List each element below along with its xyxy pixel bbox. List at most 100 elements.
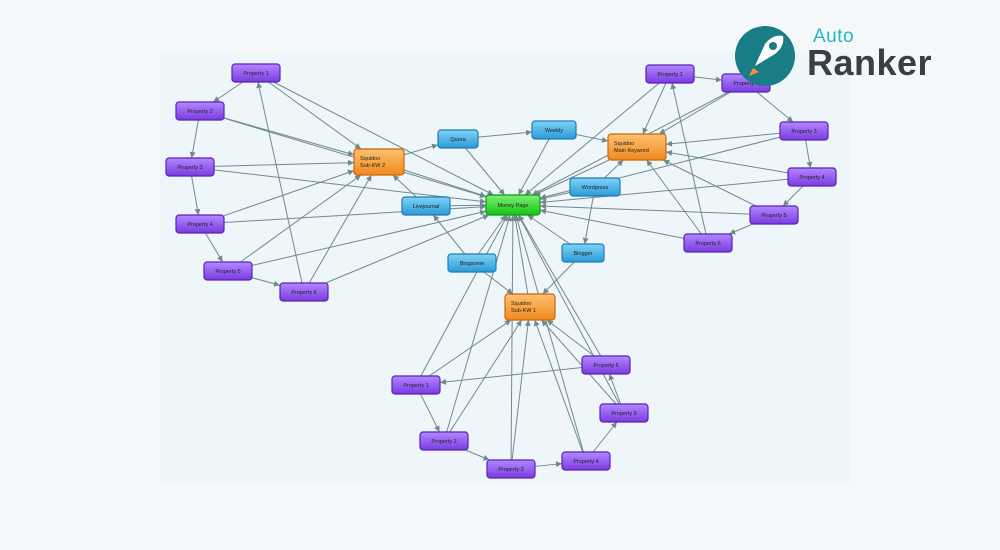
node-L3: Property 3 bbox=[165, 157, 215, 177]
arrow-L3-to-L4 bbox=[191, 175, 201, 216]
arrow-blogsome-to-sq1 bbox=[483, 271, 514, 295]
node-label-sq_main: Main Keyword bbox=[614, 148, 649, 154]
logo-word-ranker: Ranker bbox=[807, 42, 933, 83]
arrow-L2-to-L3 bbox=[189, 119, 199, 159]
arrow-B1-to-sq1 bbox=[428, 319, 512, 377]
arrow-B1-to-B2 bbox=[420, 393, 440, 433]
arrow-R5-to-R6 bbox=[729, 223, 753, 235]
arrow-sq2-to-money bbox=[403, 169, 487, 198]
arrow-B2-to-B3 bbox=[465, 449, 490, 461]
node-label-L2: Property 2 bbox=[187, 109, 212, 115]
node-livejournal: Livejournal bbox=[401, 196, 451, 216]
arrow-sq1-to-money bbox=[512, 214, 529, 295]
arrow-R1-to-R2 bbox=[693, 76, 723, 83]
node-label-money: Money Page bbox=[498, 203, 529, 209]
node-box-B5 bbox=[599, 403, 649, 423]
node-B3: Property 3 bbox=[486, 459, 536, 479]
node-label-sq2: Sub-KW 2 bbox=[360, 163, 385, 169]
node-box-L4 bbox=[175, 214, 225, 234]
arrow-B6-to-B1 bbox=[439, 367, 583, 385]
node-label-R4: Property 4 bbox=[799, 175, 824, 181]
arrow-R5-to-money bbox=[539, 203, 751, 215]
arrow-B2-to-sq1 bbox=[449, 319, 523, 433]
node-label-sq1: Squidoo bbox=[511, 301, 531, 307]
arrow-R3-to-R4 bbox=[805, 139, 813, 169]
node-label-wordpress: Wordpress bbox=[582, 185, 609, 191]
arrow-B4-to-B5 bbox=[592, 421, 618, 453]
arrow-quora-to-weebly bbox=[477, 129, 533, 138]
node-box-R1 bbox=[645, 64, 695, 84]
arrow-R2-to-sq_main bbox=[658, 91, 731, 135]
node-label-B2: Property 2 bbox=[431, 439, 456, 445]
node-L5: Property 5 bbox=[203, 261, 253, 281]
arrow-B3-to-sq1 bbox=[511, 319, 531, 461]
arrow-B4-to-money bbox=[514, 214, 584, 453]
arrow-blogger-to-sq1 bbox=[542, 261, 575, 295]
arrow-R5-to-sq_main bbox=[662, 159, 757, 207]
arrow-L4-to-sq2 bbox=[223, 169, 355, 217]
arrow-B3-to-money bbox=[509, 214, 516, 461]
node-box-B2 bbox=[419, 431, 469, 451]
arrow-B1-to-money bbox=[420, 214, 509, 377]
rocket-logo-icon bbox=[735, 26, 795, 86]
arrow-L1-to-sq2 bbox=[268, 81, 362, 150]
node-label-sq_main: Squidoo bbox=[614, 141, 634, 147]
node-label-B6: Property 6 bbox=[593, 363, 618, 369]
arrow-L3-to-sq2 bbox=[213, 159, 355, 167]
arrow-R1-to-money bbox=[524, 82, 660, 196]
node-label-L1: Property 1 bbox=[243, 71, 268, 77]
node-blogger: Blogger bbox=[561, 243, 605, 263]
arrow-blogsome-to-livejournal bbox=[432, 214, 466, 255]
node-box-sq1 bbox=[504, 293, 556, 321]
arrow-L6-to-sq2 bbox=[308, 174, 372, 284]
node-box-sq_main bbox=[607, 133, 667, 161]
diagram-panel bbox=[160, 52, 850, 484]
node-box-R3 bbox=[779, 121, 829, 141]
node-label-blogsome: Blogsome bbox=[460, 261, 484, 267]
node-box-livejournal bbox=[401, 196, 451, 216]
arrow-R4-to-sq_main bbox=[665, 150, 789, 174]
autoranker-logo: Auto Ranker bbox=[735, 24, 975, 88]
node-label-livejournal: Livejournal bbox=[413, 204, 440, 210]
arrow-R2-to-R3 bbox=[756, 91, 794, 123]
node-box-R4 bbox=[787, 167, 837, 187]
node-box-L5 bbox=[203, 261, 253, 281]
node-wordpress: Wordpress bbox=[569, 177, 621, 197]
node-L1: Property 1 bbox=[231, 63, 281, 83]
node-R5: Property 5 bbox=[749, 205, 799, 225]
arrow-L6-to-money bbox=[325, 214, 490, 284]
arrow-L1-to-L2 bbox=[212, 81, 244, 103]
arrow-L5-to-sq2 bbox=[240, 174, 362, 263]
node-label-B5: Property 5 bbox=[611, 411, 636, 417]
node-B4: Property 4 bbox=[561, 451, 611, 471]
node-R3: Property 3 bbox=[779, 121, 829, 141]
node-weebly: Weebly bbox=[531, 120, 577, 140]
arrow-R3-to-sq_main bbox=[665, 132, 781, 147]
node-R6: Property 6 bbox=[683, 233, 733, 253]
arrow-wordpress-to-sq_main bbox=[604, 159, 624, 179]
node-box-R5 bbox=[749, 205, 799, 225]
node-L6: Property 6 bbox=[279, 282, 329, 302]
arrow-B3-to-B4 bbox=[534, 461, 563, 468]
node-box-B4 bbox=[561, 451, 611, 471]
node-box-wordpress bbox=[569, 177, 621, 197]
arrow-L4-to-L5 bbox=[204, 232, 224, 263]
node-label-R6: Property 6 bbox=[695, 241, 720, 247]
node-B1: Property 1 bbox=[391, 375, 441, 395]
arrow-B2-to-money bbox=[446, 214, 512, 433]
arrow-R6-to-money bbox=[539, 208, 685, 239]
node-label-weebly: Weebly bbox=[545, 128, 563, 134]
node-box-money bbox=[485, 194, 541, 216]
node-label-R3: Property 3 bbox=[791, 129, 816, 135]
node-label-L3: Property 3 bbox=[177, 165, 202, 171]
node-box-sq2 bbox=[353, 148, 405, 176]
node-label-R1: Property 1 bbox=[657, 72, 682, 78]
arrow-sq_main-to-money bbox=[534, 159, 610, 196]
node-box-L6 bbox=[279, 282, 329, 302]
arrow-R4-to-R5 bbox=[782, 185, 804, 207]
node-L4: Property 4 bbox=[175, 214, 225, 234]
